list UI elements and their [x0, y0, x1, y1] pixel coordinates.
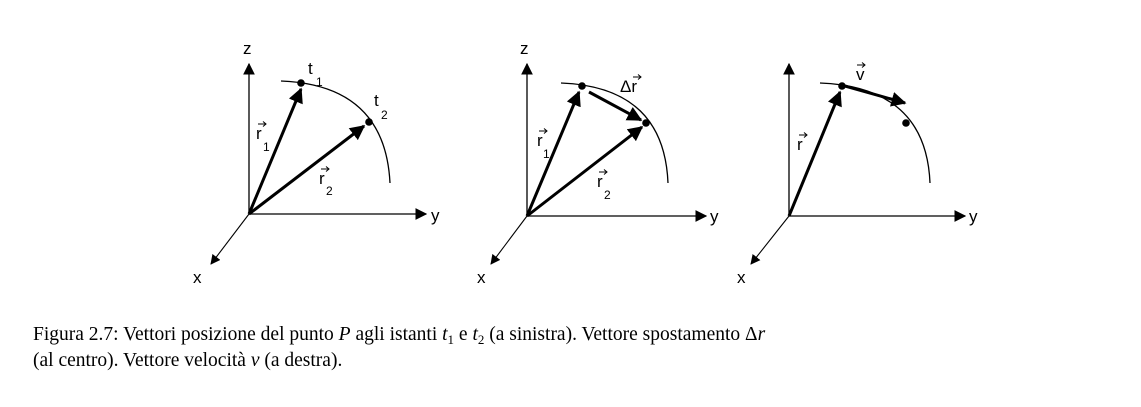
position-r-arrow-accent — [799, 132, 808, 138]
vector-r1-subscript: 1 — [543, 147, 550, 161]
vector-r1-arrow-accent — [539, 128, 548, 134]
x-axis — [750, 215, 790, 265]
vector-r1-subscript: 1 — [263, 140, 270, 154]
vector-r1-label: r — [537, 131, 543, 150]
caption-velocity-symbol: v — [250, 350, 260, 371]
vector-r2-arrow-accent — [321, 166, 330, 172]
x-axis — [210, 213, 250, 265]
vector-r2-subscript: 2 — [604, 188, 611, 202]
y-axis-label: y — [710, 207, 719, 226]
figure-caption: Figura 2.7: Vettori posizione del punto … — [33, 322, 1133, 374]
panel-center: z y x Δr r 1 r 2 — [477, 39, 719, 287]
vector-r2-subscript: 2 — [326, 184, 333, 198]
delta-r-label: Δr — [620, 77, 637, 96]
z-axis-label: z — [243, 39, 252, 58]
y-axis-label: y — [431, 206, 440, 225]
instant-t2-subscript: 2 — [381, 108, 388, 122]
caption-text: (al centro). Vettore velocità — [33, 350, 251, 371]
position-vector-r2 — [248, 124, 366, 216]
x-axis — [490, 215, 528, 265]
position-vector-r1 — [247, 87, 303, 215]
displacement-vector — [588, 90, 643, 122]
caption-time-symbol: t — [442, 324, 448, 345]
point-t2 — [365, 118, 373, 126]
caption-point-symbol: P — [338, 324, 351, 345]
y-axis-label: y — [969, 207, 978, 226]
point-current — [838, 82, 846, 90]
velocity-vector — [844, 84, 907, 107]
vector-r1-label: r — [256, 124, 262, 143]
caption-displacement-symbol: r — [757, 324, 766, 345]
instant-t1-label: t — [308, 59, 313, 78]
panel-right: y x v r — [737, 62, 978, 287]
z-axis-label: z — [520, 39, 529, 58]
vector-r2-arrow-accent — [599, 169, 608, 175]
point-t1 — [578, 82, 586, 90]
caption-text: Figura 2.7: Vettori posizione del punto — [33, 324, 339, 345]
vector-r2-label: r — [319, 169, 325, 188]
caption-subscript: 1 — [447, 332, 455, 347]
caption-time-symbol: t — [472, 324, 478, 345]
vector-r1-arrow-accent — [258, 121, 267, 127]
x-axis-label: x — [737, 268, 746, 287]
instant-t2-label: t — [374, 91, 379, 110]
panel-left: z y x t 1 t 2 r 1 r 2 — [193, 39, 440, 287]
position-r-label: r — [797, 135, 803, 154]
x-axis-label: x — [477, 268, 486, 287]
caption-text: e — [454, 324, 473, 345]
x-axis-label: x — [193, 268, 202, 287]
position-vector-r1 — [525, 90, 581, 217]
point-t2 — [642, 119, 650, 127]
position-vector-r2 — [526, 125, 644, 218]
figure-diagram: z y x t 1 t 2 r 1 r 2 z y x Δr r 1 r 2 — [193, 39, 978, 287]
velocity-arrow-accent — [857, 62, 866, 68]
caption-text: (a sinistra). Vettore spostamento Δ — [484, 324, 758, 345]
point-t1 — [297, 79, 305, 87]
position-vector-r — [787, 90, 842, 217]
delta-r-arrow-accent — [633, 74, 642, 80]
caption-text: agli istanti — [350, 324, 443, 345]
vector-r2-label: r — [597, 172, 603, 191]
velocity-label: v — [856, 65, 865, 84]
instant-t1-subscript: 1 — [316, 75, 323, 89]
caption-subscript: 2 — [477, 332, 485, 347]
point-next — [902, 119, 910, 127]
caption-text: (a destra). — [259, 350, 343, 371]
